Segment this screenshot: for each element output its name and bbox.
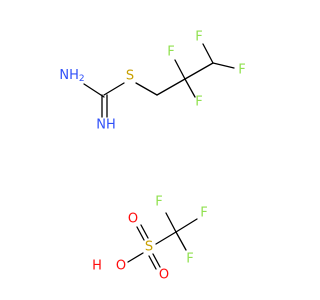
fluorine-label-7: F bbox=[186, 252, 193, 267]
oxygen-label-up: O bbox=[128, 212, 138, 227]
hydroxyl-h-label: H bbox=[92, 259, 102, 274]
bond-cf3-f-down bbox=[175, 231, 187, 251]
isothiourea-cation: NH2 NH S F F F F bbox=[59, 30, 245, 133]
structure-canvas: NH2 NH S F F F F F F F S O O O H bbox=[59, 30, 245, 283]
fluorine-label-4: F bbox=[238, 63, 245, 78]
bond-c1-s bbox=[103, 82, 125, 96]
sulfonyl-s-label: S bbox=[145, 240, 153, 255]
oxygen-label-down: O bbox=[159, 268, 169, 283]
bond-c3-c4 bbox=[184, 62, 214, 80]
bond-c2-c3 bbox=[156, 78, 186, 96]
bond-c1-nh2 bbox=[83, 83, 105, 98]
nh2-label: NH2 bbox=[59, 68, 84, 85]
bond-c-s bbox=[155, 231, 177, 245]
fluorine-label-5: F bbox=[155, 195, 162, 210]
hydroxyl-o-label: O bbox=[116, 259, 126, 274]
fluorine-label-3: F bbox=[195, 30, 202, 45]
bond-s-o-down-a bbox=[148, 255, 157, 270]
bond-c3-f-left bbox=[174, 59, 186, 80]
nh-label: NH bbox=[96, 118, 116, 133]
thio-s-label: S bbox=[126, 69, 134, 84]
bond-c4-f-right bbox=[212, 62, 235, 69]
fluorine-label-1: F bbox=[167, 45, 174, 60]
bond-c3-f-down bbox=[184, 78, 196, 98]
bond-cf3-f-up bbox=[165, 212, 177, 233]
nh2-subscript: 2 bbox=[79, 74, 85, 84]
bond-c4-f-up bbox=[202, 43, 214, 64]
bond-cf3-f-right bbox=[175, 218, 198, 233]
fluorine-label-2: F bbox=[195, 95, 202, 110]
triflic-acid: F F F S O O O H bbox=[92, 195, 208, 283]
bond-s-oh bbox=[127, 252, 144, 263]
bond-s-o-up-b bbox=[140, 224, 149, 239]
bond-s-o-down-b bbox=[152, 253, 161, 268]
chemical-structure-drawing: NH2 NH S F F F F F F F S O O O H bbox=[59, 30, 245, 283]
bond-s-c2 bbox=[135, 82, 158, 96]
bond-s-o-up-a bbox=[136, 226, 145, 241]
fluorine-label-6: F bbox=[200, 206, 207, 221]
